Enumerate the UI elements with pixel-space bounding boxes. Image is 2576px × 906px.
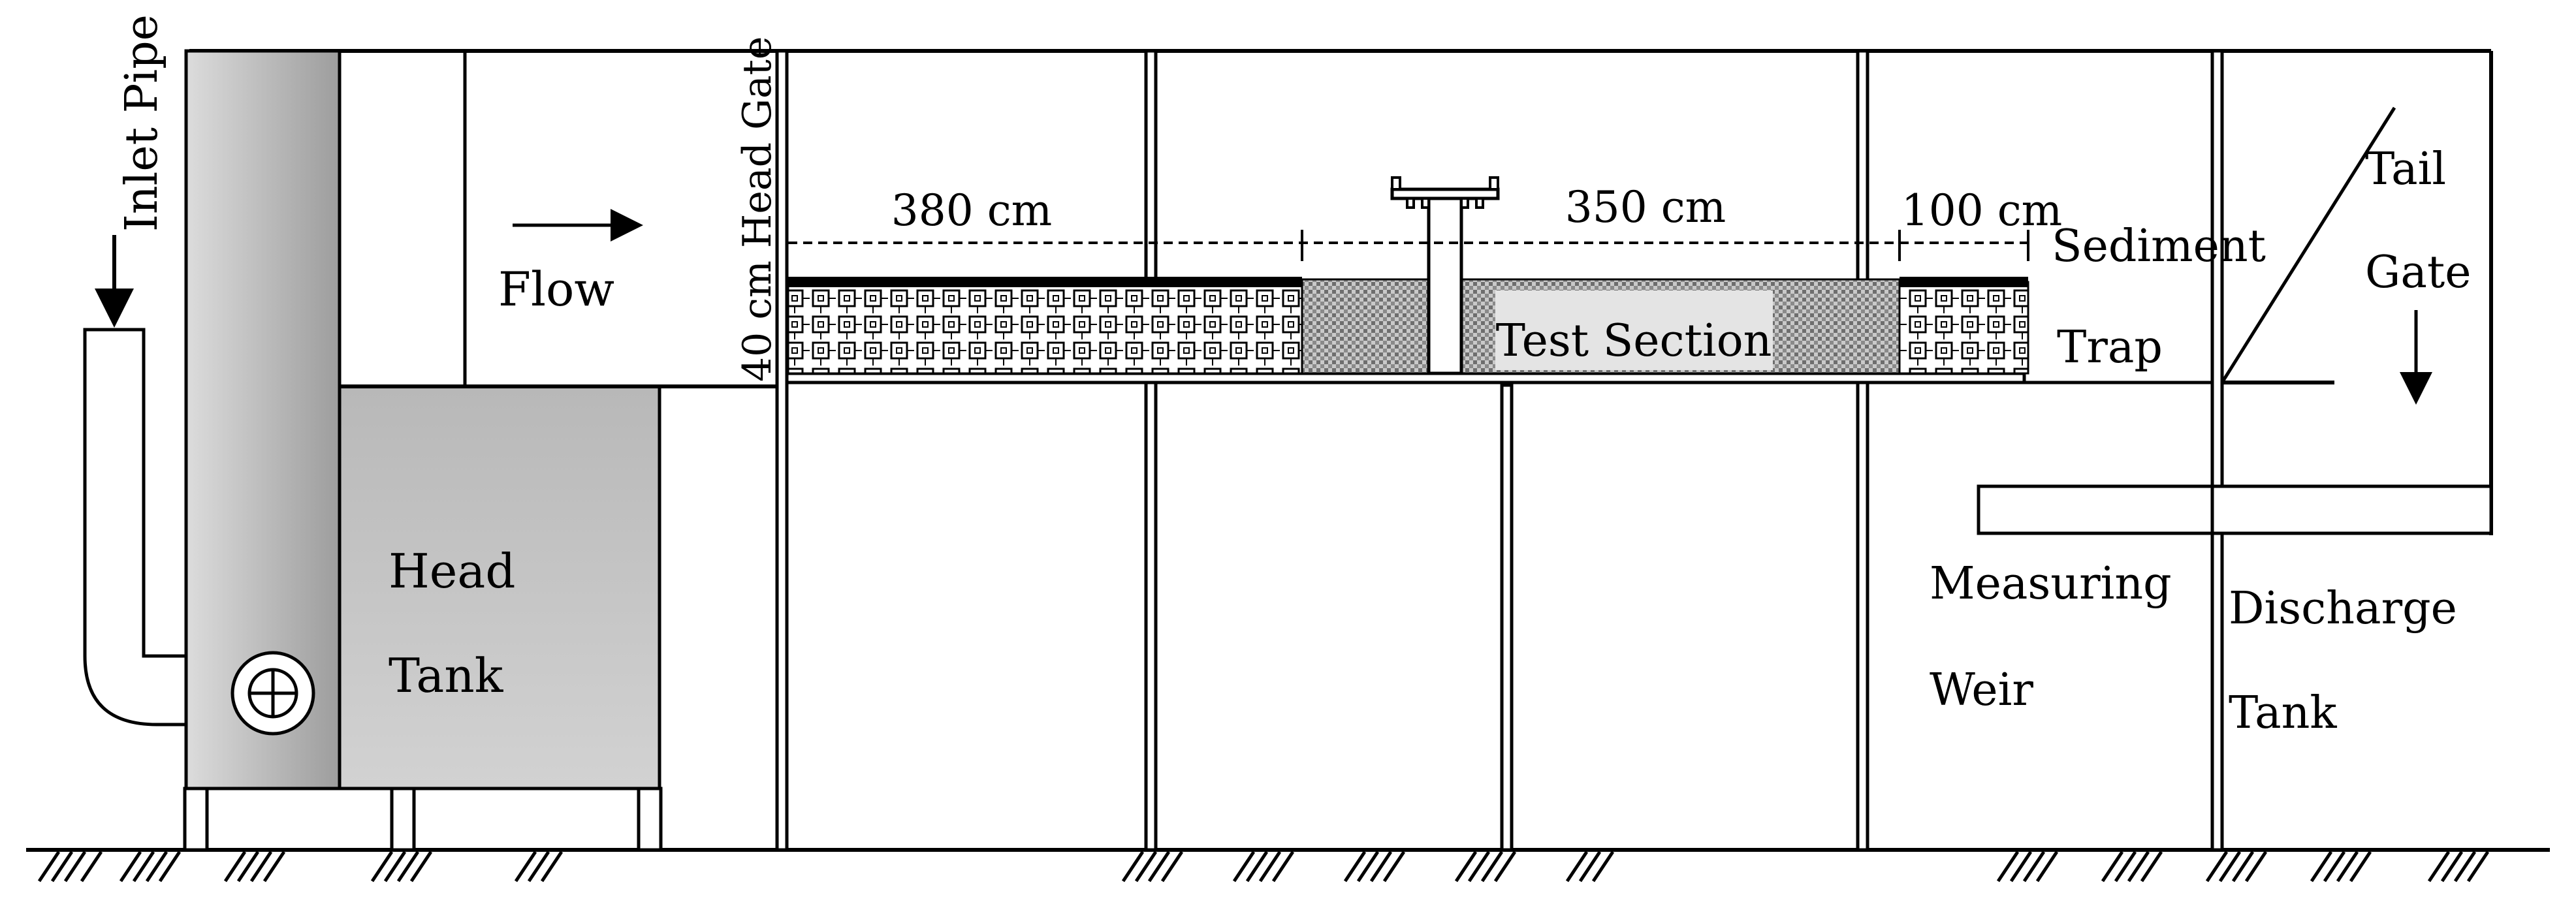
- sediment-label: Sediment: [2052, 221, 2266, 272]
- weir-label: Weir: [1930, 664, 2033, 716]
- weir-plate: [1977, 484, 2493, 535]
- tail-gate-line: [2220, 106, 2396, 384]
- pier-cap: [1390, 187, 1500, 200]
- test-section-label: Test Section: [1496, 315, 1772, 367]
- support-legs: [183, 787, 663, 852]
- trap-label: Trap: [2057, 322, 2163, 373]
- head-label: Head: [389, 544, 515, 599]
- flow-label: Flow: [498, 262, 614, 317]
- ground-hatching: [37, 851, 2490, 883]
- test-section-box: [1495, 290, 1773, 370]
- dimension-label-350: 350 cm: [1565, 182, 1726, 232]
- measuring-label: Measuring: [1930, 558, 2172, 610]
- gate-label: Gate: [2365, 247, 2471, 298]
- discharge-tank-label: Tank: [2229, 687, 2337, 739]
- trap-plate: [1900, 277, 2028, 287]
- dimension-label-380: 380 cm: [891, 185, 1053, 236]
- head-tank: [338, 384, 661, 790]
- channel-floor: [785, 371, 2026, 384]
- upstream-bed: [787, 281, 1303, 375]
- top-plate: [788, 277, 1302, 287]
- pier: [1427, 194, 1463, 375]
- tank-label: Tank: [389, 648, 504, 703]
- dimension-label-100: 100 cm: [1901, 185, 2063, 236]
- dimension-ticks: [1301, 230, 2029, 261]
- vertical-posts: [775, 49, 2224, 852]
- trap-bed: [1898, 281, 2029, 375]
- head-gate-label: 40 cm Head Gate: [735, 37, 780, 382]
- inlet-pipe: [83, 328, 188, 726]
- discharge-label: Discharge: [2229, 583, 2457, 634]
- tail-label: Tail: [2365, 144, 2446, 195]
- inlet-pipe-label: Inlet Pipe: [116, 14, 168, 232]
